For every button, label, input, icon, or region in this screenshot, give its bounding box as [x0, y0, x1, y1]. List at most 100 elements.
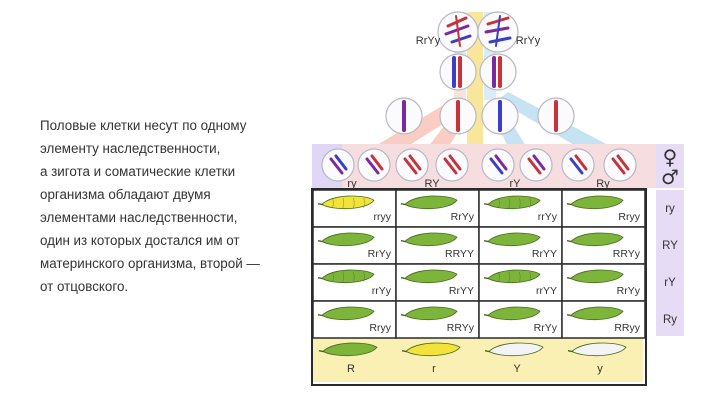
- genotype-label: RrYY: [449, 285, 474, 297]
- chromosome: [611, 157, 626, 175]
- chromosome: [489, 157, 504, 175]
- phenotype-label: y: [597, 363, 603, 375]
- caption-line: а зигота и соматические клетки: [40, 164, 236, 179]
- chromosome: [494, 154, 508, 171]
- pea-pod-icon: [567, 342, 627, 357]
- gamete-label: Ry: [596, 178, 610, 190]
- genotype-label: RRYy: [447, 322, 475, 334]
- genotype-label: rryy: [374, 211, 392, 223]
- pod-stem: [400, 314, 407, 317]
- pod-wrinkle: [498, 271, 500, 283]
- pod-body: [570, 306, 624, 321]
- pod-wrinkle: [529, 197, 531, 209]
- pod-body: [570, 232, 624, 247]
- genotype-label: rrYy: [372, 285, 392, 297]
- cell-layer: [321, 11, 637, 182]
- sex-symbol-box: [656, 144, 684, 188]
- pea-pod-icon: [566, 195, 624, 210]
- chromosome: [455, 15, 461, 47]
- row-gamete-label: rY: [664, 277, 676, 289]
- pod-body: [571, 342, 627, 357]
- row-gamete-label: Ry: [663, 314, 677, 326]
- cell-circle: [519, 148, 553, 182]
- pod-wrinkle: [352, 197, 355, 209]
- caption-line: организма обладают двумя: [40, 187, 211, 202]
- chromosome: [616, 154, 630, 171]
- pod-stem: [400, 277, 407, 280]
- chromosome: [408, 154, 422, 171]
- pod-body: [404, 306, 458, 321]
- pea-pod-icon: [317, 306, 375, 321]
- pod-stem: [317, 203, 324, 206]
- pod-wrinkle: [508, 271, 511, 283]
- genotype-label: RRYY: [445, 248, 474, 260]
- pea-pod-icon: [317, 195, 375, 210]
- genotype-label: RrYy: [368, 248, 392, 260]
- pod-stem: [483, 314, 490, 317]
- pod-stem: [318, 350, 325, 353]
- chromosome: [495, 15, 501, 47]
- pea-pod-icon: [483, 269, 541, 284]
- pod-wrinkle: [342, 271, 345, 283]
- caption-line: элементу наследственности,: [40, 141, 221, 156]
- pod-body: [487, 306, 541, 321]
- phenotype-label: Y: [513, 363, 521, 375]
- pod-wrinkle: [498, 197, 500, 209]
- cell-circle: [561, 148, 595, 182]
- pod-stem: [317, 277, 324, 280]
- gamete-label: RY: [424, 178, 440, 190]
- phenotype-label: R: [347, 363, 355, 375]
- pea-pod-icon: [318, 342, 378, 357]
- pod-body: [321, 306, 375, 321]
- genotype-label: Rryy: [369, 322, 391, 334]
- caption-line: элементами наследственности,: [40, 210, 238, 225]
- male-symbol: ♂: [661, 165, 679, 189]
- cell-circle: [603, 148, 637, 182]
- parent-genotype-label: RrYy: [516, 35, 541, 47]
- caption-text: Половые клетки несут по одному элементу …: [40, 114, 298, 298]
- pod-wrinkle: [363, 197, 365, 209]
- chromosome: [448, 154, 462, 171]
- pod-body: [488, 342, 544, 357]
- chromosome: [329, 157, 344, 175]
- pea-pod-icon: [400, 232, 458, 247]
- pod-stem: [566, 240, 573, 243]
- pod-body: [487, 195, 541, 210]
- pod-stem: [567, 350, 574, 353]
- pod-wrinkle: [529, 271, 531, 283]
- pod-stem: [484, 350, 491, 353]
- female-symbol: ♀: [663, 145, 678, 169]
- pod-wrinkle: [518, 271, 521, 283]
- cell-circle: [435, 148, 469, 182]
- genotype-label: RrYy: [617, 285, 641, 297]
- pea-pod-icon: [484, 342, 544, 357]
- cell-circle: [481, 148, 515, 182]
- genotype-label: RrYY: [532, 248, 557, 260]
- chromosome: [527, 157, 542, 175]
- row-legend-column: [656, 190, 684, 336]
- cell-circle: [395, 148, 429, 182]
- genotype-label: RRyy: [614, 322, 640, 334]
- chromosome: [450, 34, 472, 44]
- pod-stem: [483, 277, 490, 280]
- caption-line: один из которых достался им от: [40, 233, 240, 248]
- gamete-label: ry: [347, 178, 357, 190]
- pod-stem: [566, 277, 573, 280]
- pod-wrinkle: [518, 197, 521, 209]
- genotype-label: Rryy: [618, 211, 640, 223]
- pod-stem: [483, 203, 490, 206]
- pod-wrinkle: [508, 197, 511, 209]
- cell-circle: [321, 148, 355, 182]
- chromosome: [488, 36, 512, 44]
- pod-body: [570, 195, 624, 210]
- genotype-label: rrYY: [536, 285, 557, 297]
- pod-wrinkle: [352, 271, 355, 283]
- pea-pod-icon: [483, 195, 541, 210]
- pea-pod-icon: [483, 306, 541, 321]
- pea-pod-icon: [566, 306, 624, 321]
- chromosome: [486, 16, 510, 26]
- pod-wrinkle: [332, 197, 334, 209]
